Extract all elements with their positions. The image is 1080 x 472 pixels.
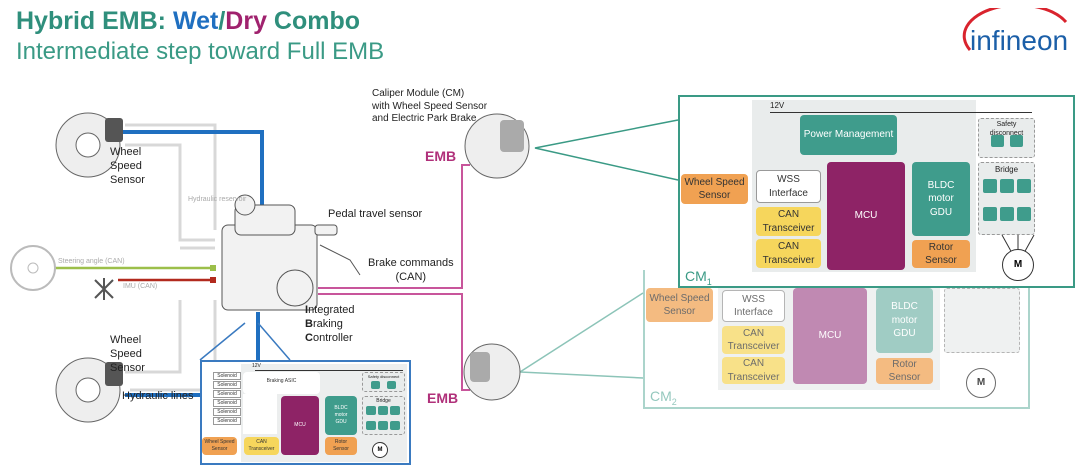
cm1-bridge: Bridge xyxy=(978,162,1035,235)
ibc-solenoid: Solenoid xyxy=(213,390,241,398)
ibc-braking-asic-extension xyxy=(243,394,277,434)
cm2-motor: M xyxy=(966,368,996,398)
hydraulic-reservoir-label: Hydraulic reservoir xyxy=(188,196,247,203)
cm2-wheel-speed-sensor: Wheel Speed Sensor xyxy=(646,288,713,322)
cm2-module xyxy=(643,270,1030,409)
caliper-module-label: Caliper Module (CM) with Wheel Speed Sen… xyxy=(372,88,488,124)
title-dry: Dry xyxy=(225,7,267,35)
ibc-initial-c: C xyxy=(305,331,313,344)
cm1-wheel-speed-sensor: Wheel Speed Sensor xyxy=(681,174,748,204)
cm2-label: CM2 xyxy=(650,388,677,407)
slide-title: Hybrid EMB: Wet/Dry Combo xyxy=(16,7,360,36)
ibc-initial-b: B xyxy=(305,317,313,330)
ibc-solenoid: Solenoid xyxy=(213,372,241,380)
cm1-wss-interface: WSS Interface xyxy=(756,170,821,203)
infineon-logo: infineon xyxy=(958,3,1073,63)
cm1-can-transceiver-2: CAN Transceiver xyxy=(756,239,821,268)
cm1-12v-label: 12V xyxy=(770,101,785,110)
ibc-safety-disconnect: Safety disconnect xyxy=(362,372,405,392)
wheel-speed-sensor-bottom-label: Wheel Speed Sensor xyxy=(110,334,145,374)
cm2-wss-interface: WSS Interface xyxy=(722,290,785,322)
ibc-braking-asic: Braking ASIC xyxy=(243,372,320,394)
cm2-can-transceiver-1: CAN Transceiver xyxy=(722,326,785,354)
ibc-motor: M xyxy=(372,442,388,458)
emb-top-label: EMB xyxy=(425,148,457,164)
cm1-label: CM1 xyxy=(685,268,712,287)
cm2-can-transceiver-2: CAN Transceiver xyxy=(722,357,785,384)
pedal-travel-sensor-label: Pedal travel sensor xyxy=(328,208,423,220)
ibc-safety-label: Safety disconnect xyxy=(367,374,400,379)
cm2-label-text: CM xyxy=(650,388,672,404)
ibc-word-2: raking xyxy=(312,317,343,330)
cm1-power-management: Power Management xyxy=(800,115,897,155)
ibc-bridge: Bridge xyxy=(362,396,405,435)
ibc-solenoid: Solenoid xyxy=(213,381,241,389)
ibc-solenoid: Solenoid xyxy=(213,399,241,407)
cm2-bldc-gdu: BLDC motor GDU xyxy=(876,288,933,353)
slide-subtitle: Intermediate step toward Full EMB xyxy=(16,38,385,65)
cm1-motor: M xyxy=(1002,249,1034,281)
cm1-can-transceiver-1: CAN Transceiver xyxy=(756,207,821,236)
cm1-bridge-label: Bridge xyxy=(994,165,1019,174)
brake-commands-label: Brake commands (CAN) xyxy=(368,257,454,283)
cm1-bldc-gdu: BLDC motor GDU xyxy=(912,162,970,236)
hydraulic-lines-label: Hydraulic lines xyxy=(122,390,194,402)
imu-label: IMU (CAN) xyxy=(123,283,158,290)
title-slash: / xyxy=(218,7,226,35)
ibc-solenoid: Solenoid xyxy=(213,408,241,416)
cm1-rotor-sensor: Rotor Sensor xyxy=(912,240,970,268)
ibc-12v-label: 12V xyxy=(252,363,261,369)
title-suffix: Combo xyxy=(266,7,361,35)
cm1-12v-rail xyxy=(770,112,1032,113)
ibc-mcu: MCU xyxy=(281,396,319,455)
emb-bottom-label: EMB xyxy=(427,390,459,406)
cm1-label-text: CM xyxy=(685,268,707,284)
ibc-initial-i: I xyxy=(305,304,309,316)
wheel-speed-sensor-top-label: Wheel Speed Sensor xyxy=(110,146,145,186)
ibc-rotor-sensor: Rotor Sensor xyxy=(325,437,357,455)
ibc-solenoid-list: Solenoid Solenoid Solenoid Solenoid Sole… xyxy=(213,372,241,426)
cm2-rotor-sensor: Rotor Sensor xyxy=(876,358,933,384)
ibc-solenoid: Solenoid xyxy=(213,417,241,425)
ibc-word-1: ntegrated xyxy=(308,304,355,316)
ibc-bridge-label: Bridge xyxy=(376,398,391,404)
cm1-label-sub: 1 xyxy=(706,276,712,287)
cm2-label-sub: 2 xyxy=(671,396,677,407)
ibc-label: Integrated Braking Controller xyxy=(305,304,355,345)
cm1-safety-label: Safety disconnect xyxy=(989,121,1024,137)
cm2-bridge xyxy=(944,288,1020,353)
cm2-mcu: MCU xyxy=(793,288,867,384)
ibc-can-transceiver: CAN Transceiver xyxy=(244,437,279,455)
ibc-12v-rail xyxy=(255,370,403,371)
ibc-word-3: ontroller xyxy=(312,331,353,344)
cm1-mcu: MCU xyxy=(827,162,905,270)
svg-text:infineon: infineon xyxy=(970,25,1068,56)
cm1-safety-disconnect: Safety disconnect xyxy=(978,118,1035,158)
title-wet: Wet xyxy=(172,7,219,35)
ibc-wheel-speed-sensor: Wheel Speed Sensor xyxy=(202,437,237,455)
steering-angle-label: Steering angle (CAN) xyxy=(58,258,125,265)
title-prefix: Hybrid EMB: xyxy=(16,7,173,35)
ibc-bldc-gdu: BLDC motor GDU xyxy=(325,396,357,435)
